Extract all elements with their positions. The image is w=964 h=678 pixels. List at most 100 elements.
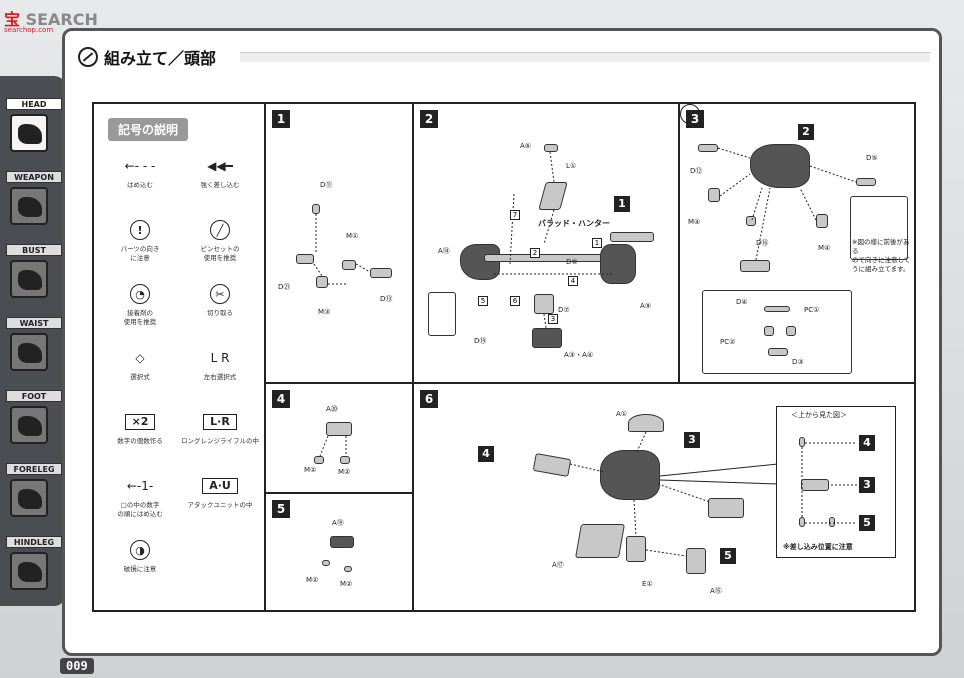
- part-piece: [816, 214, 828, 228]
- sidebar-item-label: WEAPON: [6, 171, 62, 183]
- sidebar-item-head[interactable]: HEAD: [6, 98, 62, 160]
- legend-symbol-icon: ╱: [210, 220, 230, 240]
- part-piece: [698, 144, 718, 152]
- part-piece: [626, 536, 646, 562]
- step-number: 5: [272, 500, 290, 518]
- part-piece: [322, 560, 330, 566]
- part-piece: [314, 456, 324, 464]
- part-piece: [610, 232, 654, 242]
- legend-symbol-icon: A·U: [202, 478, 238, 494]
- section-thumbnail: [10, 114, 48, 152]
- sidebar-item-label: FORELEG: [6, 463, 62, 475]
- part-piece: [316, 276, 328, 288]
- step-number: 3: [686, 110, 704, 128]
- sidebar-item-label: WAIST: [6, 317, 62, 329]
- part-piece: [534, 294, 554, 314]
- part-piece: [600, 244, 636, 284]
- part-piece: [750, 144, 810, 188]
- inset-guide-lines: [801, 442, 857, 524]
- section-sidebar: HEAD WEAPON BUST WAIST FOOT FORELEG HINDLEG: [0, 76, 66, 606]
- legend-title: 記号の説明: [108, 118, 189, 141]
- inset-box: [428, 292, 456, 336]
- sidebar-item-label: HEAD: [6, 98, 62, 110]
- part-piece: [829, 517, 835, 527]
- sidebar-item-label: BUST: [6, 244, 62, 256]
- part-piece: [312, 204, 320, 214]
- legend-symbol-icon: ✂: [210, 284, 230, 304]
- step-3-panel: 3 2 ! ※図の様に前後がある ので向きに注意して うに組み立てます。 D⑫ …: [679, 103, 915, 383]
- sidebar-item-foot[interactable]: FOOT: [6, 390, 62, 452]
- sidebar-item-label: HINDLEG: [6, 536, 62, 548]
- legend-symbol: ←-1-□の中の数字 の順にはめ込む: [117, 478, 163, 519]
- section-thumbnail: [10, 552, 48, 590]
- part-piece: [746, 216, 756, 226]
- part-piece: [686, 548, 706, 574]
- part-piece: [768, 348, 788, 356]
- section-thumbnail: [10, 187, 48, 225]
- legend-symbol-icon: ◑: [130, 540, 150, 560]
- step-4-panel: 4 A⑳ M② M②: [265, 383, 413, 493]
- part-piece: [600, 450, 660, 500]
- part-piece: [344, 566, 352, 572]
- part-piece: [740, 260, 770, 272]
- legend-symbol: ←- - -はめ込む: [124, 158, 156, 190]
- part-piece: [801, 479, 829, 491]
- instruction-area: 記号の説明 ←- - -はめ込む ◀◀━強く差し込む !パーツの向き に注意╱ピンセ…: [92, 102, 916, 612]
- part-piece: [342, 260, 356, 270]
- section-thumbnail: [10, 479, 48, 517]
- legend-symbol-icon: ×2: [124, 414, 156, 430]
- site-logo: 宝 SEARCH: [4, 10, 98, 29]
- sidebar-item-hindleg[interactable]: HINDLEG: [6, 536, 62, 598]
- part-piece: [460, 244, 500, 280]
- page-number: 009: [60, 658, 94, 674]
- title-bar: [240, 52, 930, 62]
- section-thumbnail: [10, 333, 48, 371]
- step-2-panel: 2 A⑥ L① A⑭ D⑧ D⑦ A⑨ D⑲ A③・A④ バラッド・ハンター 1…: [413, 103, 679, 383]
- step-6-panel: 6 A① A⑰ E① A⑮ 4 3 5 ＜上から見た図＞ 4 3: [413, 383, 915, 611]
- legend-symbol: ◀◀━強く差し込む: [200, 158, 240, 190]
- legend-symbol: ╱ピンセットの 使用を推奨: [180, 218, 260, 263]
- legend-symbol-icon: L R: [210, 350, 230, 365]
- part-piece: [340, 456, 350, 464]
- legend-symbol: ◇選択式: [130, 350, 150, 382]
- step-number: 6: [420, 390, 438, 408]
- part-piece: [799, 437, 805, 447]
- legend-symbol-icon: ◇: [135, 350, 145, 365]
- part-piece: [532, 328, 562, 348]
- part-piece: [708, 188, 720, 202]
- sidebar-item-foreleg[interactable]: FORELEG: [6, 463, 62, 525]
- top-view-inset: ＜上から見た図＞ 4 3 5 ※差し込み位置に注意: [776, 406, 896, 558]
- sidebar-item-bust[interactable]: BUST: [6, 244, 62, 306]
- part-piece: [370, 268, 392, 278]
- legend-symbol-icon: ◔: [130, 284, 150, 304]
- part-piece: [532, 453, 572, 477]
- site-logo-sub: searchop.com: [4, 26, 54, 34]
- legend-symbol: ◔接着剤の 使用を推奨: [100, 282, 180, 327]
- legend-symbol-icon: ◀◀━: [207, 158, 233, 173]
- sidebar-item-label: FOOT: [6, 390, 62, 402]
- legend-symbol-icon: !: [130, 220, 150, 240]
- part-piece: [538, 182, 568, 210]
- sidebar-item-waist[interactable]: WAIST: [6, 317, 62, 379]
- part-piece: [330, 536, 354, 548]
- legend-symbol: !パーツの向き に注意: [100, 218, 180, 263]
- part-piece: [326, 422, 352, 436]
- part-piece: [764, 306, 790, 312]
- page-title: 組み立て／頭部: [78, 44, 216, 70]
- sub-assembly-box: [702, 290, 852, 374]
- tool-icon: [78, 47, 98, 67]
- legend-symbol-icon: ←- - -: [124, 158, 156, 173]
- part-piece: [799, 517, 805, 527]
- step-1-guide-lines: [313, 214, 371, 285]
- part-piece: [544, 144, 558, 152]
- step-5-panel: 5 A⑲ M② M②: [265, 493, 413, 611]
- sidebar-item-weapon[interactable]: WEAPON: [6, 171, 62, 233]
- part-piece: [628, 414, 664, 432]
- legend-symbol: ✂切り取る: [180, 282, 260, 318]
- part-piece: [786, 326, 796, 336]
- part-piece: [708, 498, 744, 518]
